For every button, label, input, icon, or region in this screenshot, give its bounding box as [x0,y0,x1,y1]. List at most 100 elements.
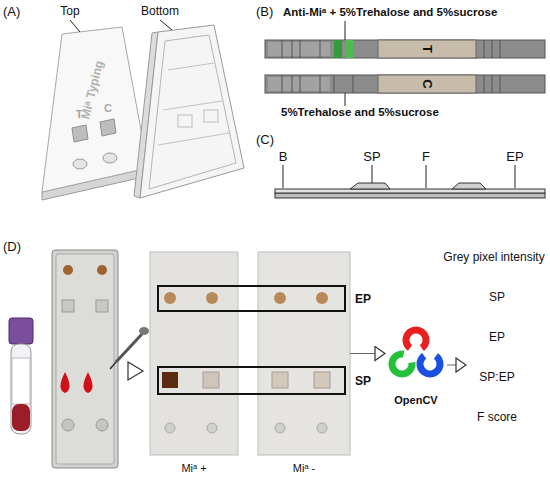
device-photo [83,372,92,393]
device-photo [52,250,118,468]
opencv-logo [391,326,444,378]
list-item: F score [477,411,517,425]
flow-arrow [447,365,466,366]
result-card: Miᵃ + [150,252,238,455]
device-top-shell [103,153,117,163]
leader-line [160,20,172,30]
step-arrow [128,362,143,380]
panel-label: (B) [256,5,273,20]
opencv-logo [402,326,430,354]
logo-text: OpenCV [394,394,437,407]
device-top-shell [73,159,87,169]
zone-box: SP [157,366,346,395]
device-photo [56,254,114,464]
positive-card-photo [206,292,218,304]
device-photo [60,372,69,393]
test-strip: Anti-Miᵃ + 5%Trehalose and 5%sucroseT [265,40,545,58]
device-photo [62,300,74,312]
software-logo: OpenCV [385,322,447,408]
strip-side-view [350,183,390,189]
negative-card-photo [258,252,350,455]
panel-label: (A) [3,5,20,20]
list-item: EP [489,331,505,345]
device-bottom-shell [178,115,192,127]
pointer-line [345,21,346,106]
pipette [139,327,149,335]
zone-label: EP [355,293,371,307]
device-top-shell [100,119,116,136]
positive-card-photo [150,252,238,455]
device-photo [97,265,107,275]
strip-side-view [275,193,545,198]
device-bottom-shell [140,25,244,198]
result-card: Miᵃ - [258,252,350,455]
embossed-text: C [104,102,112,115]
control-strip-drawing [500,75,501,93]
control-strip-drawing [265,75,545,93]
device-photo [63,265,73,275]
device-bottom-shell [158,133,229,145]
strip-side-view [275,189,545,193]
positive-card-photo [207,423,217,433]
control-strip-drawing [334,75,335,93]
device-bottom-shell [134,25,244,198]
leader-line [426,165,427,188]
test-strip-drawing [492,40,493,58]
reagent-label: Anti-Miᵃ + 5%Trehalose and 5%sucrose [283,6,497,19]
panel-label: (D) [3,240,21,255]
output-list: Grey pixel intensitySPEPSP:EPF score [466,248,548,430]
test-strip-drawing [500,40,501,58]
leader-line [283,165,515,188]
strip-side-view [275,183,545,198]
negative-card-photo [314,372,330,388]
control-strip-drawing [300,75,301,93]
control-strip-drawing [378,75,476,93]
device-bottom-shell [163,101,222,110]
device-photo [96,419,108,431]
control-strip-drawing [492,75,493,93]
device-photo [62,419,74,431]
leader-line [70,20,172,32]
line-letter: T [420,45,435,53]
leader-line [70,20,80,32]
device-top-shell [42,27,148,192]
line-letter: C [420,79,435,88]
control-strip-drawing [353,75,354,93]
panel-label: (C) [256,133,274,148]
blood-tube [11,344,31,434]
device-top-shell [42,27,148,200]
test-strip-drawing [282,40,283,58]
blood-tube [12,358,30,404]
test-strip-drawing [484,40,485,58]
embossed-text: Miᵃ Typing [79,59,107,120]
pointer-line [345,93,346,106]
test-strip-drawing [265,40,545,58]
control-strip-drawing [484,75,485,93]
zone-label: EP [506,150,523,165]
leader-line [372,165,373,183]
positive-card-photo [164,292,176,304]
positive-card-photo [165,423,175,433]
reagent-label: 5%Trehalose and 5%sucrose [281,106,439,119]
control-strip: C5%Trehalose and 5%sucrose [265,75,545,93]
negative-card-photo [316,292,328,304]
device-bottom-shell [149,35,236,189]
list-heading: Grey pixel intensity [443,251,544,265]
list-item: SP:EP [479,371,514,385]
negative-card-photo [258,252,350,455]
positive-card-photo [162,372,178,388]
pipette [110,362,116,369]
card-label: Miᵃ - [293,462,315,475]
zone-label: F [422,150,430,165]
control-strip-drawing [268,77,330,91]
test-strip-drawing [292,40,293,58]
leader-line [283,165,284,188]
leader-line [515,165,516,188]
pipette [116,334,142,362]
device-top-shell [72,125,88,142]
zone-label: SP [363,150,380,165]
test-strip-drawing [300,40,301,58]
